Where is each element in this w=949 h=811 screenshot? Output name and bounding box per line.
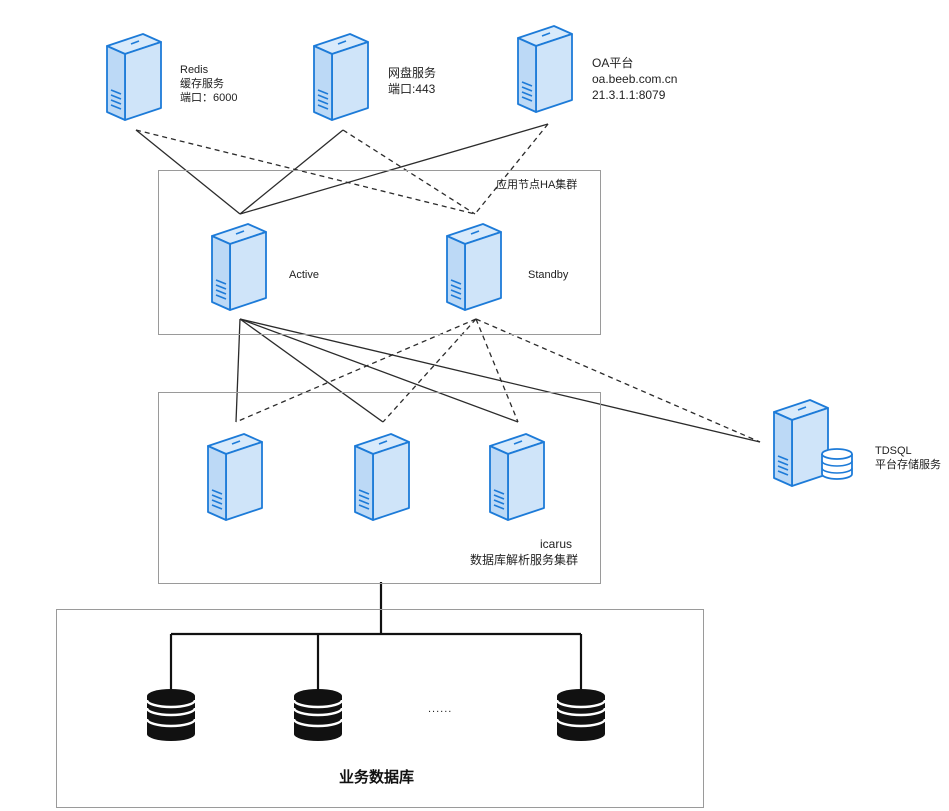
tdsql-database-icon xyxy=(821,448,853,480)
tdsql-server-icon xyxy=(773,399,853,487)
link-standby-icarus3 xyxy=(475,318,519,423)
link-active-icarus2 xyxy=(239,318,384,423)
link-standby-tdsql xyxy=(475,318,761,443)
business-db-box xyxy=(56,609,704,808)
active-server-icon xyxy=(211,223,267,311)
icarus-server-3-icon xyxy=(489,433,545,521)
standby-label: Standby xyxy=(528,269,569,281)
icarus-cluster-desc: 数据库解析服务集群 xyxy=(470,553,579,567)
business-db-ellipsis: ...... xyxy=(428,703,453,715)
link-netdisk-standby xyxy=(342,129,476,215)
standby-server-icon xyxy=(446,223,502,311)
ha-cluster-label: 应用节点HA集群 xyxy=(496,179,578,191)
icarus-server-2-icon xyxy=(354,433,410,521)
netdisk-server-icon xyxy=(313,33,369,121)
tdsql-label-name: TDSQL xyxy=(875,445,912,457)
ha-cluster-box xyxy=(158,170,601,335)
redis-label-desc: 缓存服务 xyxy=(180,78,224,90)
oa-label-domain: oa.beeb.com.cn xyxy=(592,72,678,86)
business-db-label: 业务数据库 xyxy=(339,769,415,786)
link-oa-active xyxy=(239,123,549,215)
active-label: Active xyxy=(289,269,319,281)
link-redis-standby xyxy=(135,129,476,215)
business-db-3-icon xyxy=(555,689,607,741)
tdsql-label-desc: 平台存储服务 xyxy=(875,459,941,471)
link-active-icarus1 xyxy=(235,318,241,423)
redis-label-name: Redis xyxy=(180,64,209,76)
redis-label-port: 端口：6000 xyxy=(180,92,238,104)
link-redis-active xyxy=(135,129,241,215)
redis-server-icon xyxy=(106,33,162,121)
link-standby-icarus1 xyxy=(235,318,477,423)
oa-label-address: 21.3.1.1:8079 xyxy=(592,88,666,102)
link-active-icarus3 xyxy=(239,318,519,423)
netdisk-label-name: 网盘服务 xyxy=(388,66,437,80)
link-active-tdsql xyxy=(239,318,761,443)
link-oa-standby xyxy=(474,123,549,215)
oa-server-icon xyxy=(517,25,573,113)
icarus-cluster-box xyxy=(158,392,601,584)
icarus-server-1-icon xyxy=(207,433,263,521)
business-db-2-icon xyxy=(292,689,344,741)
icarus-cluster-name: icarus xyxy=(540,537,573,551)
link-netdisk-active xyxy=(239,129,344,215)
business-db-1-icon xyxy=(145,689,197,741)
oa-label-name: OA平台 xyxy=(592,56,634,70)
netdisk-label-port: 端口:443 xyxy=(388,82,436,96)
